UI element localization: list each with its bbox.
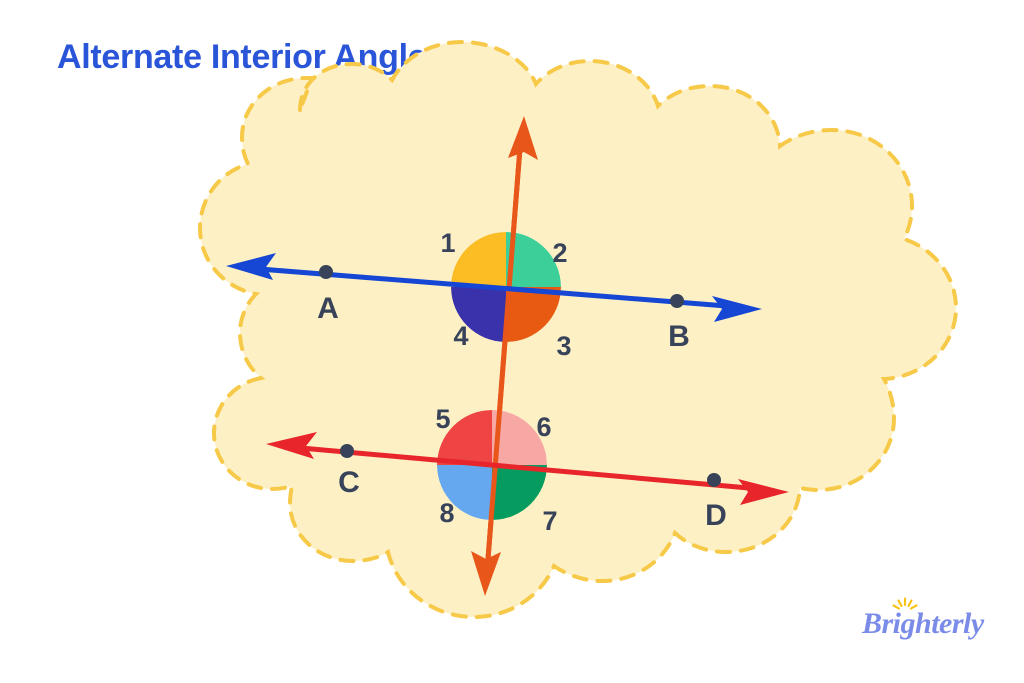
- transversal-overlay: [484, 134, 524, 573]
- angle-label-1: 1: [440, 228, 455, 258]
- transversal-arrow-bottom: [471, 551, 501, 596]
- line-ab-arrow-right: [712, 296, 762, 322]
- angle-sector-6: [492, 410, 547, 465]
- angle-sector-4: [451, 287, 506, 342]
- point-label-b: B: [668, 320, 690, 353]
- point-label-a: A: [317, 292, 339, 325]
- angle-sector-2: [506, 232, 561, 287]
- point-label-c: C: [338, 466, 360, 499]
- point-b-dot: [670, 294, 684, 308]
- lower-intersection-sectors: [437, 410, 547, 520]
- line-ab-arrow-left: [226, 253, 276, 280]
- angle-sector-3: [506, 287, 561, 342]
- angle-label-7: 7: [542, 506, 557, 536]
- angle-number-labels: 1 2 3 4 5 6 7 8: [435, 228, 571, 536]
- brand-wordmark: Brighterly: [862, 607, 984, 640]
- angle-sector-7: [492, 465, 547, 520]
- line-cd-arrow-left: [266, 432, 317, 459]
- angle-label-8: 8: [439, 498, 454, 528]
- point-c-dot: [340, 444, 354, 458]
- transversal-over-upper: [484, 134, 524, 573]
- angle-label-6: 6: [536, 412, 551, 442]
- point-label-d: D: [705, 499, 727, 532]
- angle-label-5: 5: [435, 404, 450, 434]
- angle-sector-1: [451, 232, 506, 287]
- sunburst-icon: [892, 597, 918, 610]
- line-ab: [226, 253, 762, 322]
- point-labels: A B C D: [317, 292, 727, 532]
- brighterly-logo: Brighterly: [862, 597, 992, 645]
- cloud-background: [197, 39, 959, 620]
- point-d-dot: [707, 473, 721, 487]
- angle-label-3: 3: [556, 331, 571, 361]
- line-cd-stroke: [289, 444, 761, 492]
- upper-intersection-sectors: [451, 232, 561, 342]
- angle-label-2: 2: [552, 238, 567, 268]
- point-a-dot: [319, 265, 333, 279]
- angle-label-4: 4: [453, 321, 468, 351]
- angle-sector-5: [437, 410, 492, 465]
- cloud-shape: [197, 39, 959, 620]
- angle-sector-8: [437, 465, 492, 520]
- line-cd: [266, 432, 789, 505]
- line-cd-arrow-right: [738, 479, 789, 505]
